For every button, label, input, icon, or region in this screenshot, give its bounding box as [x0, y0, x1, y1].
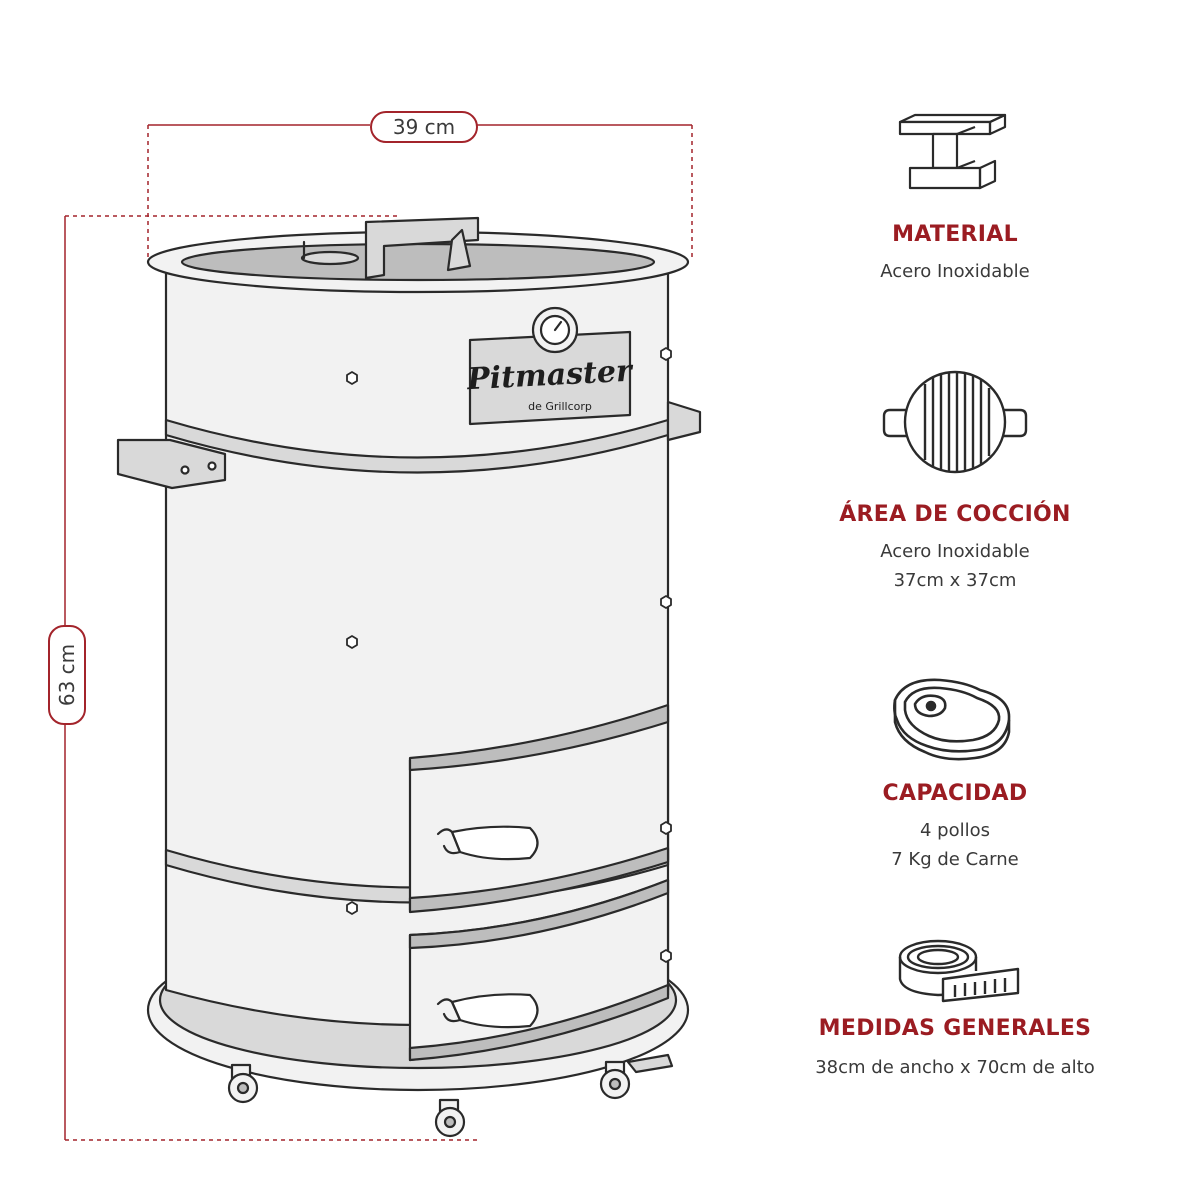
steak-icon [893, 678, 1011, 761]
spec-value: Acero Inoxidable [880, 261, 1030, 282]
spec-value: 37cm x 37cm [893, 570, 1017, 591]
smoker-illustration: Pitmaster de Grillcorp [64, 124, 702, 1141]
right-side-handle [666, 400, 702, 442]
ash-drawer-handle [450, 993, 539, 1029]
grill-grate-icon [882, 370, 1028, 474]
height-dimension-label: 63 cm [48, 625, 86, 725]
spec-title: CAPACIDAD [882, 781, 1028, 806]
spec-value: 4 pollos [919, 820, 990, 841]
firebox-door-handle [450, 825, 539, 861]
height-dimension-text: 63 cm [55, 643, 79, 707]
spec-title: MATERIAL [892, 222, 1018, 247]
wheel-center [434, 1098, 466, 1138]
spec-value: Acero Inoxidable [880, 541, 1030, 562]
lid-handle [364, 216, 480, 280]
brand-maker: de Grillcorp [528, 400, 592, 413]
spec-value: 7 Kg de Carne [891, 849, 1019, 870]
spec-capacity: CAPACIDAD 4 pollos 7 Kg de Carne [800, 781, 1110, 874]
wheel-left [227, 1063, 259, 1104]
left-side-handle [116, 438, 227, 490]
spec-title: ÁREA DE COCCIÓN [839, 502, 1071, 527]
width-dimension-line [147, 124, 693, 258]
spec-value: 38cm de ancho x 70cm de alto [815, 1057, 1095, 1078]
height-dimension-line [64, 215, 480, 1141]
spec-material: MATERIAL Acero Inoxidable [800, 222, 1110, 286]
wheel-right [599, 1053, 674, 1100]
vent [300, 250, 360, 266]
spec-title: MEDIDAS GENERALES [818, 1016, 1092, 1041]
spec-cooking-area: ÁREA DE COCCIÓN Acero Inoxidable 37cm x … [800, 502, 1110, 595]
spec-dimensions: MEDIDAS GENERALES 38cm de ancho x 70cm d… [800, 1016, 1110, 1082]
width-dimension-label: 39 cm [370, 111, 478, 143]
measuring-tape-icon [898, 939, 1020, 1003]
steel-beam-icon [898, 113, 1007, 190]
